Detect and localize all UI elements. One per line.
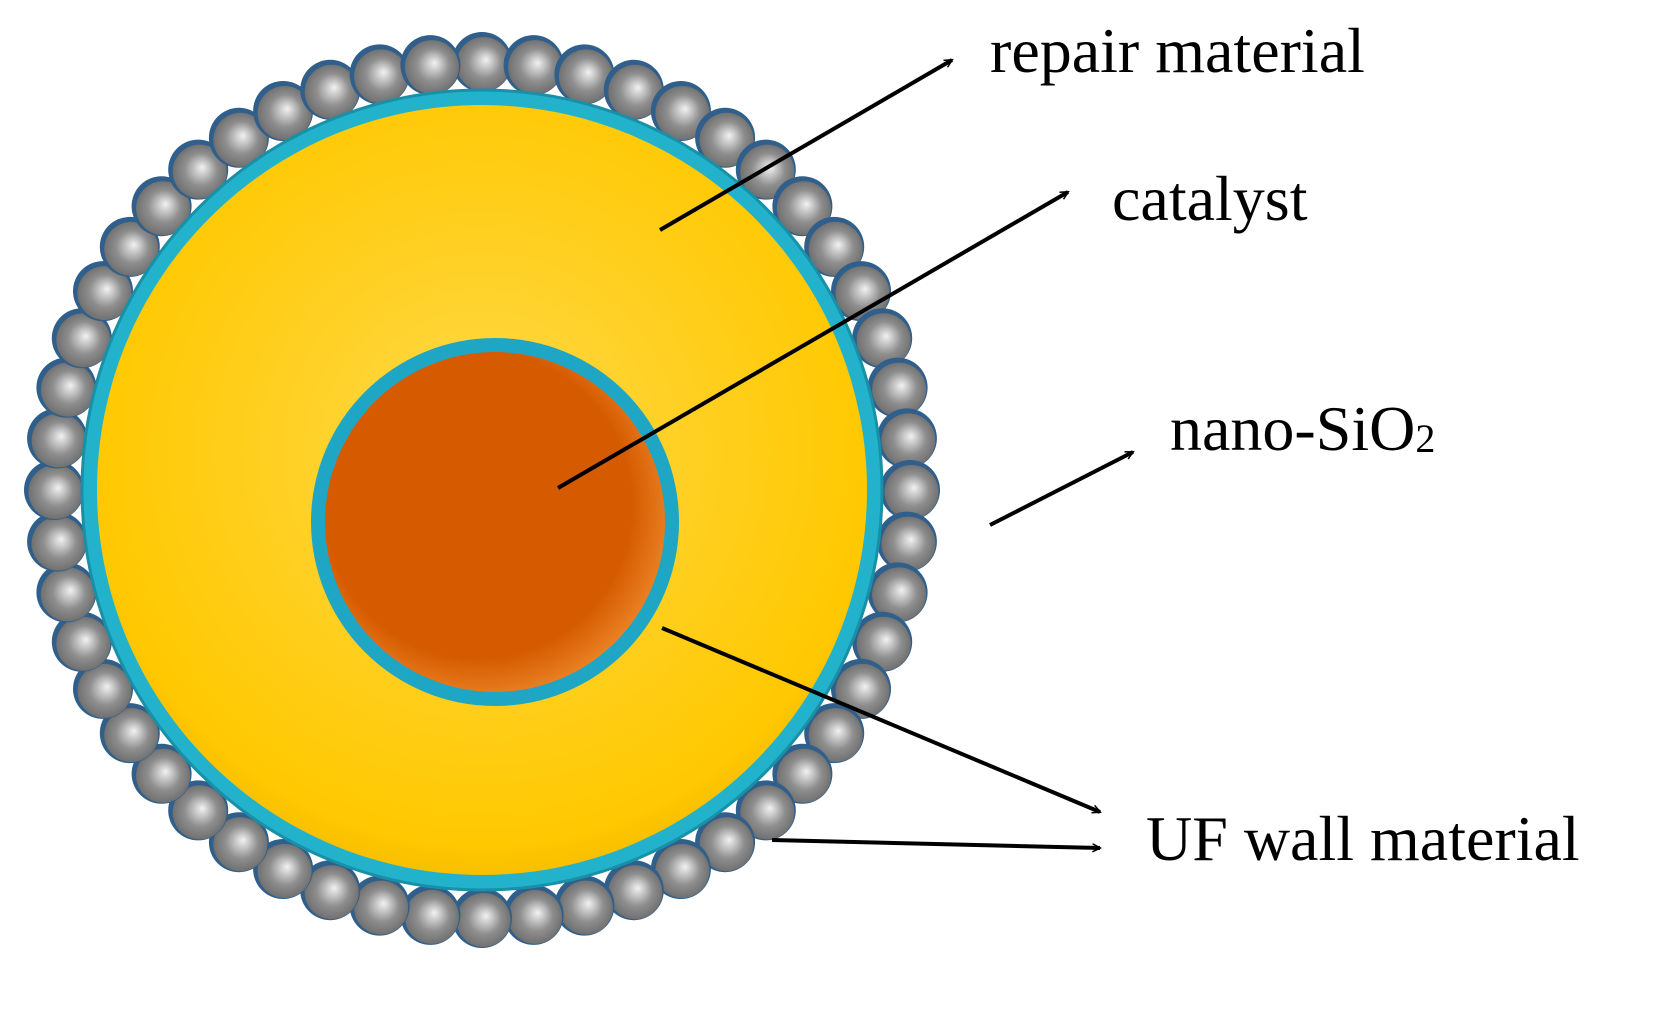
nano-sio2-particle xyxy=(852,611,913,672)
nano-sio2-particle xyxy=(131,176,192,237)
outer-uf-wall-edge xyxy=(80,88,884,892)
nano-sio2-particle xyxy=(36,562,97,623)
nano-sio2-particle xyxy=(168,780,229,841)
nano-sio2-particle xyxy=(852,308,913,369)
nano-sio2-particle xyxy=(452,32,512,92)
nano-sio2-particle xyxy=(831,261,891,322)
nano-sio2-particle xyxy=(73,261,133,322)
nano-sio2-particle xyxy=(349,875,410,936)
nano-sio2-particle xyxy=(650,839,711,899)
nano-sio2-particle xyxy=(73,658,133,719)
nano-sio2-particle xyxy=(253,839,314,899)
nano-sio2-particle xyxy=(24,460,84,520)
nano-sio2-particle xyxy=(253,81,314,141)
nano-sio2-particle xyxy=(603,59,664,120)
nano-sio2-label: nano-SiO2 xyxy=(1170,393,1435,464)
nano-sio2-particle xyxy=(27,511,88,572)
nano-sio2-particle xyxy=(603,860,664,921)
nano-sio2-particle xyxy=(735,780,796,841)
nano-sio2-particle xyxy=(36,357,97,418)
nano-sio2-particle xyxy=(503,884,564,945)
nano-sio2-arrow xyxy=(989,450,1133,527)
nano-sio2-particle-ring xyxy=(24,32,940,948)
nano-sio2-particle xyxy=(695,812,756,873)
nano-sio2-particle xyxy=(300,860,361,921)
nano-sio2-particle xyxy=(804,703,865,764)
inner-wall-arrow xyxy=(661,626,1100,814)
nano-sio2-particle xyxy=(99,703,160,764)
nano-sio2-particle xyxy=(51,611,112,672)
nano-sio2-particle xyxy=(554,44,615,105)
nano-sio2-particle xyxy=(208,812,269,873)
nano-sio2-particle xyxy=(772,176,833,237)
nano-sio2-particle xyxy=(400,35,461,96)
nano-sio2-particle xyxy=(99,216,160,277)
nano-sio2-particle xyxy=(804,216,865,277)
uf-wall-material-label: UF wall material xyxy=(1146,803,1580,874)
outer-wall-arrow xyxy=(771,838,1100,848)
nano-sio2-particle xyxy=(51,308,112,369)
nano-sio2-particle xyxy=(880,460,940,520)
nano-sio2-main-text: nano-SiO xyxy=(1170,393,1415,464)
repair-material-arrow xyxy=(658,58,952,232)
nano-sio2-particle xyxy=(650,81,711,141)
nano-sio2-particle xyxy=(300,59,361,120)
catalyst-core xyxy=(325,352,665,692)
nano-sio2-particle xyxy=(695,107,756,168)
nano-sio2-particle xyxy=(503,35,564,96)
nano-sio2-particle xyxy=(400,884,461,945)
nano-sio2-particle xyxy=(208,107,269,168)
nano-sio2-particle xyxy=(867,562,928,623)
nano-sio2-particle xyxy=(554,875,615,936)
nano-sio2-particle xyxy=(867,357,928,418)
repair-material-label: repair material xyxy=(990,15,1365,86)
nano-sio2-particle xyxy=(772,743,833,804)
nano-sio2-particle xyxy=(876,511,937,572)
nano-sio2-particle xyxy=(168,139,229,200)
nano-sio2-subscript: 2 xyxy=(1415,416,1435,461)
catalyst-arrow xyxy=(556,190,1068,490)
nano-sio2-particle xyxy=(452,888,512,948)
nano-sio2-particle xyxy=(876,408,937,469)
nano-sio2-particle xyxy=(131,743,192,804)
catalyst-label: catalyst xyxy=(1112,163,1308,234)
nano-sio2-particle xyxy=(27,408,88,469)
nano-sio2-particle xyxy=(349,44,410,105)
